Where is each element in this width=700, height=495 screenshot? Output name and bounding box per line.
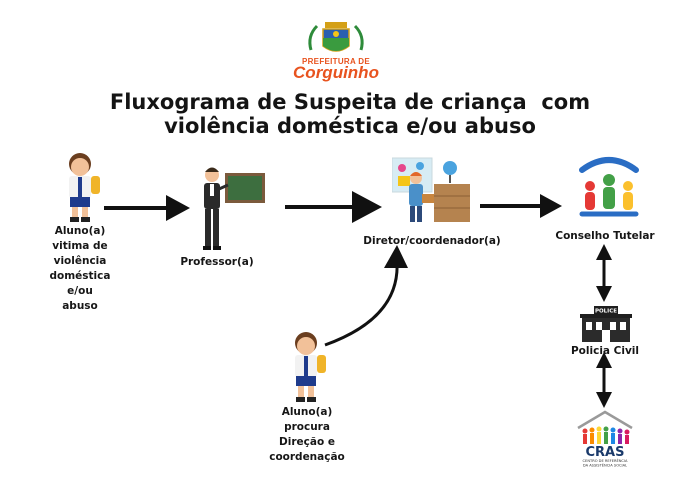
aluno-vitima-line-3: violência xyxy=(53,255,107,267)
arrow-aluno-procura-to-diretor xyxy=(324,245,408,347)
logo-top-text: PREFEITURA DE xyxy=(301,57,371,66)
arrow-conselho-policia xyxy=(596,244,612,302)
diagram-title: Fluxograma de Suspeita de criança com vi… xyxy=(100,90,600,138)
cras-logo-icon: CRAS CENTRO DE REFERÊNCIA DA ASSISTÊNCIA… xyxy=(577,410,633,468)
conselho-tutelar-icon xyxy=(579,157,639,217)
aluno-vitima-line-6: abuso xyxy=(62,300,98,312)
teacher-icon xyxy=(203,167,265,250)
arrow-professor-to-diretor xyxy=(285,191,382,223)
police-sign-text: POLICE xyxy=(595,309,617,315)
title-line-2: violência doméstica e/ou abuso xyxy=(164,114,536,138)
arrow-diretor-to-conselho xyxy=(480,194,562,218)
prefeitura-logo: PREFEITURA DE Corguinho xyxy=(287,20,385,84)
label-aluno-vitima: Aluno(a) vitima de violência doméstica e… xyxy=(38,224,122,314)
logo-town-name: Corguinho xyxy=(293,63,379,82)
arrow-policia-cras xyxy=(596,352,612,408)
label-aluno-procura: Aluno(a) procura Direção e coordenação xyxy=(262,405,352,465)
label-conselho: Conselho Tutelar xyxy=(555,230,655,242)
label-policia: Policia Civil xyxy=(570,345,640,357)
arrow-aluno-to-professor xyxy=(104,195,190,221)
director-icon xyxy=(392,157,470,222)
coat-of-arms-icon xyxy=(308,22,364,52)
aluno-procura-line-1: Aluno(a) xyxy=(281,406,333,418)
student-procura-icon xyxy=(295,332,326,402)
police-building-icon: POLICE xyxy=(580,306,632,342)
cras-name: CRAS xyxy=(586,445,625,460)
aluno-vitima-line-2: vitima de xyxy=(52,240,108,252)
aluno-procura-line-3: Direção e xyxy=(279,436,335,448)
aluno-procura-line-2: procura xyxy=(284,421,330,433)
cras-subtitle-2: DA ASSISTÊNCIA SOCIAL xyxy=(583,463,627,468)
aluno-vitima-line-1: Aluno(a) xyxy=(54,225,106,237)
aluno-vitima-line-4: doméstica xyxy=(49,270,111,282)
cras-subtitle-1: CENTRO DE REFERÊNCIA xyxy=(583,458,628,463)
aluno-vitima-line-5: e/ou xyxy=(67,285,93,297)
label-diretor: Diretor/coordenador(a) xyxy=(363,235,501,247)
student-icon xyxy=(69,153,100,222)
aluno-procura-line-4: coordenação xyxy=(269,451,345,463)
title-line-1: Fluxograma de Suspeita de criança com xyxy=(109,90,591,114)
label-professor: Professor(a) xyxy=(180,256,254,268)
